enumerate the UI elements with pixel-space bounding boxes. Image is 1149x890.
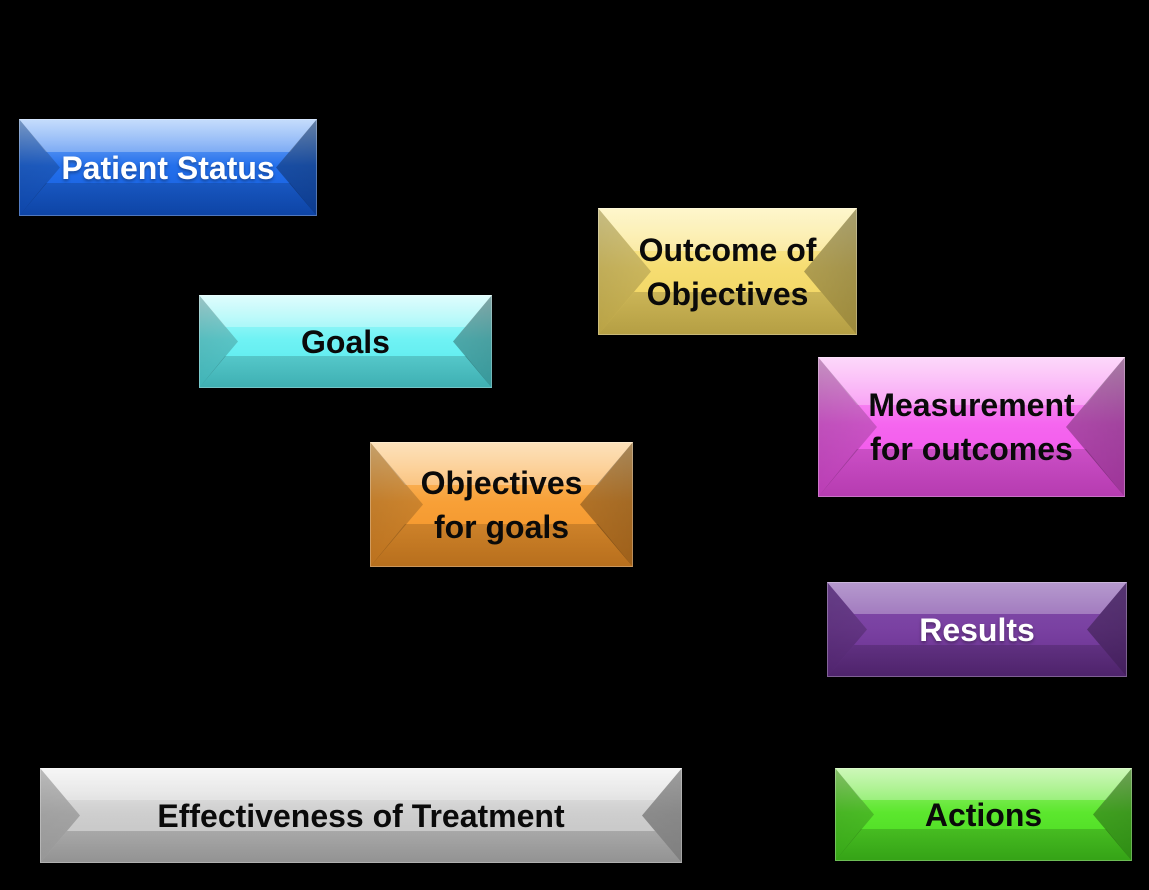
- node-measurement-for-outcomes: Measurement for outcomes: [818, 357, 1125, 497]
- node-label-line: for goals: [433, 508, 570, 545]
- node-face: [19, 119, 317, 216]
- node-label-line: Objectives: [646, 275, 809, 312]
- node-label: Outcome of Objectives: [598, 208, 857, 335]
- node-label-line: Measurement: [868, 387, 1075, 423]
- node-actions: Actions: [835, 768, 1132, 861]
- node-results: Results: [827, 582, 1127, 677]
- node-label: Measurement for outcomes: [818, 357, 1125, 497]
- node-face: [827, 582, 1127, 677]
- node-label: Results: [827, 582, 1127, 677]
- node-label-line: Goals: [301, 323, 390, 360]
- node-label: Objectives for goals: [370, 442, 633, 567]
- node-goals: Goals: [199, 295, 492, 388]
- node-label-line: Actions: [924, 796, 1043, 833]
- node-label-line: Effectiveness of Treatment: [157, 797, 565, 834]
- node-face: [818, 357, 1125, 497]
- node-face: [598, 208, 857, 335]
- node-face: [835, 768, 1132, 861]
- node-label-line: Outcome of: [638, 231, 817, 268]
- node-face: [370, 442, 633, 567]
- node-label-line: for outcomes: [870, 431, 1073, 467]
- node-effectiveness-of-treatment: Effectiveness of Treatment: [40, 768, 682, 863]
- node-label-line: Patient Status: [61, 149, 275, 186]
- node-label-line: Objectives: [420, 464, 583, 501]
- node-label-line: Results: [919, 611, 1035, 648]
- node-objectives-for-goals: Objectives for goals: [370, 442, 633, 567]
- node-face: [40, 768, 682, 863]
- node-label: Patient Status: [19, 119, 317, 216]
- node-patient-status: Patient Status: [19, 119, 317, 216]
- node-face: [199, 295, 492, 388]
- node-label: Goals: [199, 295, 492, 388]
- node-label: Actions: [835, 768, 1132, 861]
- node-label: Effectiveness of Treatment: [40, 768, 682, 863]
- node-outcome-of-objectives: Outcome of Objectives: [598, 208, 857, 335]
